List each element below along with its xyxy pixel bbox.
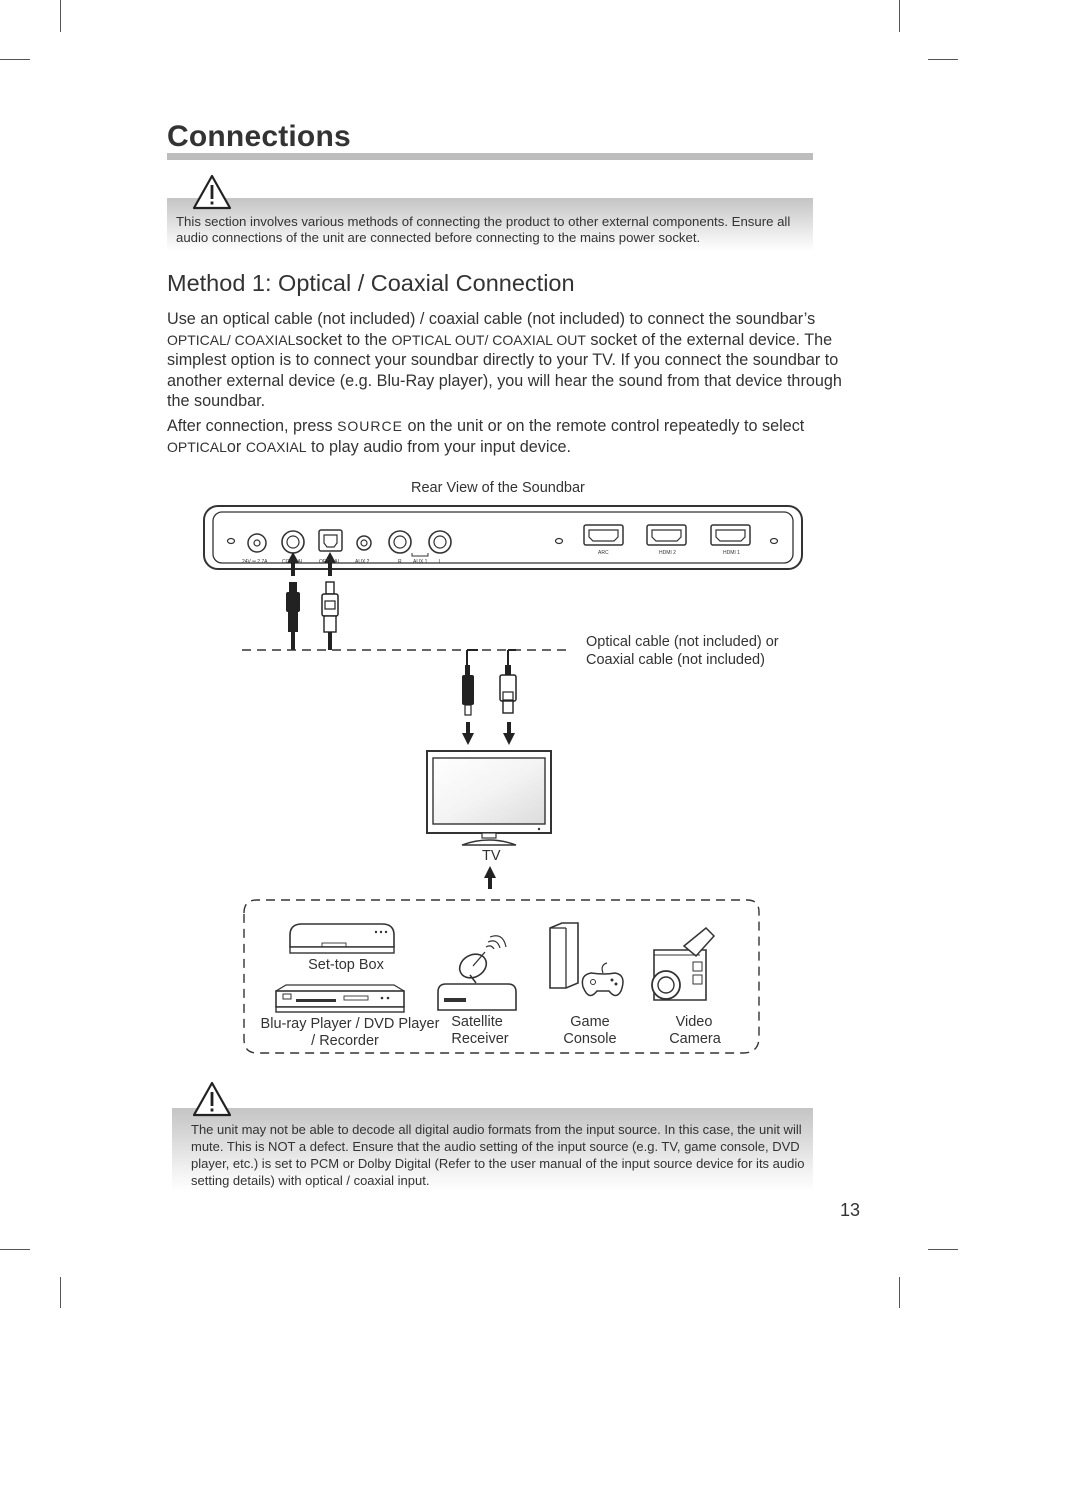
cable-note: Optical cable (not included) or bbox=[586, 634, 779, 650]
optical-plug-icon bbox=[321, 581, 339, 650]
text-run: Use an optical cable (not included) / co… bbox=[167, 310, 816, 328]
soundbar-rear-panel bbox=[203, 505, 803, 570]
plug-arrow-icon bbox=[287, 552, 299, 576]
crop-mark bbox=[0, 1249, 30, 1250]
port-label: OPTICAL bbox=[319, 559, 341, 565]
cable-note: Coaxial cable (not included) bbox=[586, 652, 765, 668]
video-camera-label: Video bbox=[675, 1014, 713, 1030]
text-run: or bbox=[226, 437, 246, 456]
satellite-label: Receiver bbox=[451, 1031, 509, 1047]
crop-mark bbox=[0, 59, 30, 60]
game-console-icon bbox=[549, 922, 624, 997]
out-socket-names: OPTICAL OUT/ COAXIAL OUT bbox=[391, 331, 586, 348]
body-paragraph: After connection, press SOURCE on the un… bbox=[167, 416, 867, 457]
port-label: 24V ═ 2.7A bbox=[242, 559, 268, 565]
optical-plug-icon bbox=[499, 665, 517, 714]
note-text: The unit may not be able to decode all d… bbox=[191, 1121, 811, 1189]
text-run: After connection, press bbox=[167, 417, 338, 435]
coaxial-plug-icon bbox=[462, 665, 474, 716]
port-label: AUX 2 bbox=[355, 559, 370, 565]
rear-view-label: Rear View of the Soundbar bbox=[411, 480, 585, 496]
text-run: or bbox=[339, 1156, 358, 1171]
down-arrow-icon bbox=[503, 722, 515, 745]
bluray-label: / Recorder bbox=[311, 1033, 379, 1049]
port-label: HDMI 1 bbox=[723, 550, 740, 556]
optical-mode: OPTICAL bbox=[167, 438, 227, 455]
set-top-box-label: Set-top Box bbox=[308, 957, 384, 973]
connection-diagram bbox=[203, 505, 803, 1054]
port-label: L bbox=[439, 559, 442, 565]
tv-label: TV bbox=[482, 848, 501, 864]
aux1-l-socket-icon bbox=[428, 530, 452, 554]
bluray-label: Blu-ray Player / DVD Player bbox=[260, 1016, 440, 1032]
body-paragraph: Use an optical cable (not included) / co… bbox=[167, 309, 867, 412]
port-label: AUX 1 bbox=[413, 559, 428, 565]
video-camera-icon bbox=[651, 926, 716, 1001]
text-run: The unit may not be able to decode all d… bbox=[191, 1122, 802, 1171]
port-label: ARC bbox=[598, 550, 609, 556]
pcm-text: PCM bbox=[310, 1156, 340, 1171]
aux1-r-socket-icon bbox=[388, 530, 412, 554]
video-camera-label: Camera bbox=[669, 1031, 721, 1047]
crop-mark bbox=[60, 0, 61, 32]
hdmi2-port-icon bbox=[646, 524, 687, 546]
text-run: socket of the external device. The simpl… bbox=[167, 330, 842, 411]
satellite-label: Satellite bbox=[451, 1014, 503, 1030]
dc-power-socket-icon bbox=[247, 533, 267, 553]
text-run: socket to the bbox=[295, 330, 392, 349]
tv-icon bbox=[426, 750, 552, 846]
up-arrow-icon bbox=[484, 866, 496, 889]
optical-socket-icon bbox=[318, 529, 343, 552]
crop-mark bbox=[928, 1249, 958, 1250]
page-title: Connections bbox=[167, 120, 351, 153]
crop-mark bbox=[899, 1277, 900, 1308]
game-console-label: Game bbox=[570, 1014, 610, 1030]
aux2-socket-icon bbox=[356, 535, 372, 551]
game-console-label: Console bbox=[563, 1031, 617, 1047]
source-button-name: SOURCE bbox=[337, 418, 403, 434]
port-label: HDMI 2 bbox=[659, 550, 676, 556]
note-box bbox=[172, 1108, 813, 1192]
text-run: Dolby Digital (Refer to the user manual … bbox=[191, 1156, 805, 1188]
port-label: COAXIAL bbox=[282, 559, 304, 565]
socket-names: OPTICAL/ COAXIAL bbox=[167, 331, 296, 348]
note-text: This section involves various methods of… bbox=[176, 214, 791, 245]
set-top-box-icon bbox=[289, 923, 395, 954]
hdmi1-port-icon bbox=[710, 524, 751, 546]
coaxial-plug-icon bbox=[286, 582, 300, 650]
crop-mark bbox=[928, 59, 958, 60]
hdmi-arc-port-icon bbox=[583, 524, 624, 546]
port-label: R bbox=[398, 559, 402, 565]
text-run: to play audio from your input device. bbox=[306, 437, 572, 456]
devices-group-border bbox=[243, 899, 760, 1054]
section-heading: Method 1: Optical / Coaxial Connection bbox=[167, 270, 575, 296]
coaxial-mode: COAXIAL bbox=[245, 438, 307, 455]
page-number: 13 bbox=[840, 1200, 861, 1220]
title-rule bbox=[167, 153, 813, 160]
satellite-receiver-icon bbox=[437, 935, 517, 1011]
warning-triangle-icon bbox=[192, 174, 232, 210]
crop-mark bbox=[899, 0, 900, 32]
text-run: on the unit or on the remote control rep… bbox=[402, 417, 805, 435]
bluray-player-icon bbox=[275, 984, 405, 1013]
note-box bbox=[167, 198, 813, 252]
down-arrow-icon bbox=[462, 722, 474, 745]
warning-triangle-icon bbox=[192, 1081, 232, 1117]
plug-arrow-icon bbox=[324, 552, 336, 576]
crop-mark bbox=[60, 1277, 61, 1308]
